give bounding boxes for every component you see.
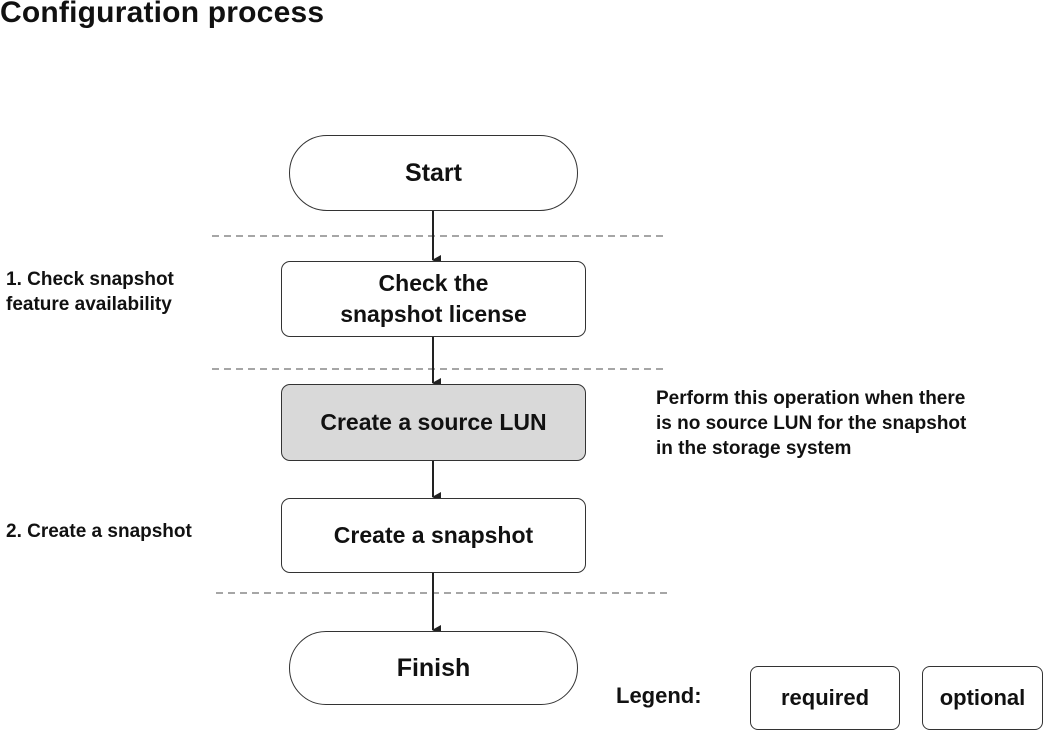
check-license-node: Check the snapshot license	[281, 261, 586, 337]
page-title: Configuration process	[0, 0, 325, 29]
phase-label-check-availability: 1. Check snapshot feature availability	[6, 269, 174, 315]
legend-label: Legend:	[616, 683, 702, 708]
create-snapshot-node: Create a snapshot	[281, 498, 586, 573]
legend-optional: optional	[922, 666, 1043, 730]
create-source-lun-node: Create a source LUN	[281, 384, 586, 461]
phase-label-create-snapshot: 2. Create a snapshot	[6, 521, 192, 542]
finish-node: Finish	[289, 631, 578, 705]
optional-step-note: Perform this operation when there is no …	[656, 388, 967, 459]
legend-required: required	[750, 666, 900, 730]
start-node: Start	[289, 135, 578, 211]
